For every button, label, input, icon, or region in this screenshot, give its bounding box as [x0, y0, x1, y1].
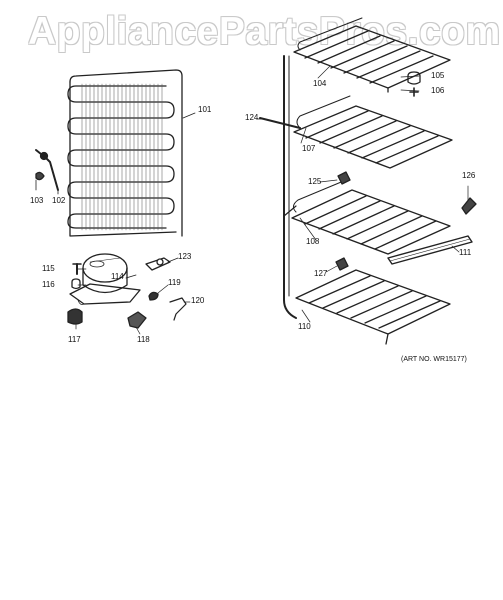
callout-123: 123: [178, 252, 192, 261]
callout-124: 124: [245, 113, 259, 122]
evaporator-shelf-104: [293, 17, 451, 93]
evaporator-frame: [259, 55, 301, 319]
callout-119: 119: [168, 278, 181, 287]
callout-107: 107: [302, 144, 316, 153]
watermark: AppliancePartsPros.com: [28, 10, 501, 53]
callout-118: 118: [137, 335, 150, 344]
callout-108: 108: [306, 237, 320, 246]
art-number: (ART NO. WR15177): [401, 356, 467, 363]
callout-103: 103: [30, 196, 44, 205]
callout-120: 120: [191, 296, 205, 305]
callout-111: 111: [459, 248, 472, 257]
callout-127: 127: [314, 269, 328, 278]
callout-116: 116: [42, 280, 55, 289]
shelf-front-trim: [387, 235, 473, 265]
shelf-clips: [335, 71, 477, 271]
callout-126: 126: [462, 171, 476, 180]
condenser-coil: [67, 69, 196, 237]
drier-assembly: [35, 149, 59, 195]
evaporator-shelf-107: [293, 95, 453, 169]
callout-117: 117: [68, 335, 81, 344]
callout-110: 110: [298, 322, 311, 331]
callout-105: 105: [431, 71, 445, 80]
callout-114: 114: [111, 272, 124, 281]
compressor: [69, 253, 141, 305]
callout-102: 102: [52, 196, 66, 205]
callout-125: 125: [308, 177, 322, 186]
evaporator-shelf-110: [295, 269, 451, 345]
callout-115: 115: [42, 264, 55, 273]
callout-104: 104: [313, 79, 327, 88]
evaporator-shelf-108: [291, 179, 451, 255]
compressor-mount-parts: [67, 257, 187, 329]
leader-lines: [75, 65, 469, 335]
callout-106: 106: [431, 86, 445, 95]
callout-101: 101: [198, 105, 212, 114]
